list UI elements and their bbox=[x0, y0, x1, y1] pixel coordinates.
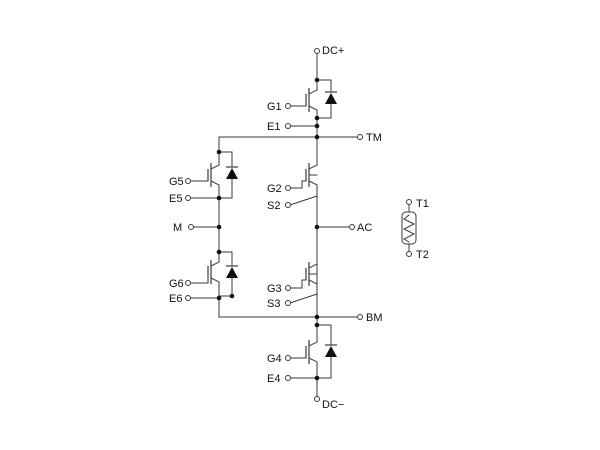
label-g3: G3 bbox=[267, 283, 282, 295]
label-g1: G1 bbox=[267, 101, 282, 113]
igbt-q5 bbox=[189, 163, 220, 199]
label-s3: S3 bbox=[267, 298, 280, 310]
label-dc-minus: DC− bbox=[322, 399, 344, 411]
igbt-q1 bbox=[289, 88, 318, 112]
diode-q4 bbox=[325, 324, 337, 379]
label-bm: BM bbox=[366, 312, 383, 324]
label-e1: E1 bbox=[267, 121, 280, 133]
mosfet-q3 bbox=[289, 262, 318, 304]
label-t2: T2 bbox=[416, 249, 429, 261]
terminal-labels: DC+ G1 E1 TM G2 S2 AC M G3 S3 BM G4 E4 D… bbox=[169, 45, 429, 411]
label-ac: AC bbox=[357, 222, 372, 234]
label-g4: G4 bbox=[267, 353, 282, 365]
igbt-q4 bbox=[289, 340, 318, 364]
label-g5: G5 bbox=[169, 176, 184, 188]
label-tm: TM bbox=[366, 132, 382, 144]
label-g6: G6 bbox=[169, 278, 184, 290]
diode-q6 bbox=[226, 251, 238, 297]
label-g2: G2 bbox=[267, 183, 282, 195]
label-t1: T1 bbox=[416, 198, 429, 210]
label-e5: E5 bbox=[169, 193, 182, 205]
label-e4: E4 bbox=[267, 373, 280, 385]
label-e6: E6 bbox=[169, 293, 182, 305]
diode-q1 bbox=[325, 79, 337, 119]
label-dc-plus: DC+ bbox=[322, 45, 344, 57]
mosfet-q2 bbox=[289, 163, 318, 206]
junction-dots bbox=[216, 77, 320, 381]
label-m: M bbox=[173, 222, 182, 234]
thermistor bbox=[401, 203, 417, 253]
igbt-q6 bbox=[189, 260, 220, 299]
diode-q5 bbox=[226, 151, 238, 199]
terminal-circles bbox=[185, 48, 412, 402]
label-s2: S2 bbox=[267, 200, 280, 212]
